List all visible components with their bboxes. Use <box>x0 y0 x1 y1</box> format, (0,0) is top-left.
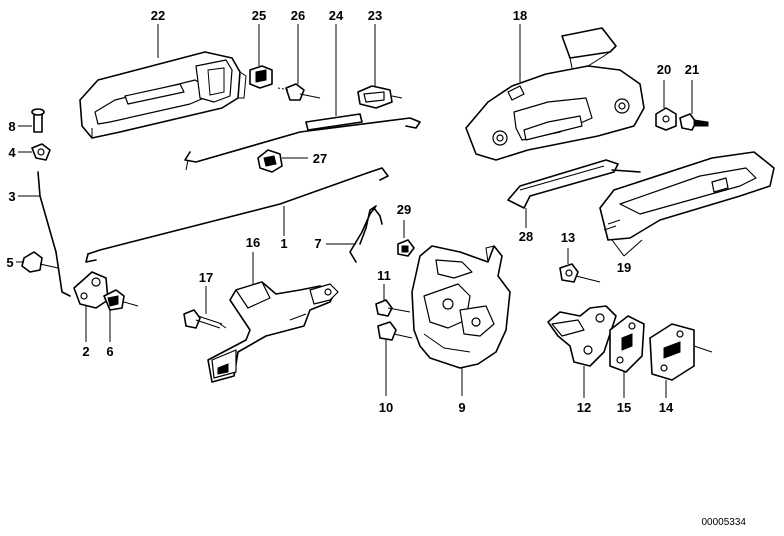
part-9-door-lock <box>411 245 511 369</box>
callout-11: 11 <box>377 268 391 283</box>
callout-27: 27 <box>313 151 327 166</box>
callout-8: 8 <box>8 119 15 134</box>
part-6-clip <box>103 289 139 311</box>
callout-20: 20 <box>657 62 671 77</box>
part-18-outer-door-handle <box>465 27 645 161</box>
callout-16: 16 <box>246 235 260 250</box>
callout-24: 24 <box>329 8 344 23</box>
callout-12: 12 <box>577 400 591 415</box>
callout-26: 26 <box>291 8 305 23</box>
part-2-lever <box>73 271 109 309</box>
callout-10: 10 <box>379 400 393 415</box>
callout-15: 15 <box>617 400 631 415</box>
part-24-rod-with-sleeve <box>184 113 421 171</box>
part-3-rod <box>37 171 71 297</box>
part-4-clip <box>31 143 51 161</box>
callout-22: 22 <box>151 8 165 23</box>
part-27-clip <box>257 149 283 173</box>
callout-9: 9 <box>458 400 465 415</box>
part-12-striker <box>547 305 617 367</box>
part-26-screw <box>277 83 321 101</box>
part-17-screw <box>183 309 227 329</box>
part-1-long-rod <box>85 167 389 263</box>
callout-5: 5 <box>6 255 13 270</box>
part-21-screw <box>679 113 709 131</box>
part-25-clip <box>249 65 273 89</box>
callout-1: 1 <box>280 236 287 251</box>
part-11-screw <box>375 299 411 317</box>
part-23-clip <box>357 85 403 109</box>
part-15-shim-plate <box>609 315 645 373</box>
callout-7: 7 <box>314 236 321 251</box>
part-10-screw <box>377 321 413 341</box>
part-20-nut <box>655 107 677 131</box>
callout-14: 14 <box>659 400 674 415</box>
part-13-screw <box>559 263 601 283</box>
callout-19: 19 <box>617 260 631 275</box>
callout-13: 13 <box>561 230 575 245</box>
document-number: 00005334 <box>702 517 747 528</box>
callout-25: 25 <box>252 8 266 23</box>
part-16-actuator <box>207 281 339 383</box>
part-19-handle-cover <box>599 151 775 241</box>
callout-17: 17 <box>199 270 213 285</box>
part-28-gasket <box>507 159 641 209</box>
part-14-backing-plate <box>649 323 713 381</box>
part-22-inner-door-handle <box>79 51 247 139</box>
part-5-bolt <box>21 251 59 273</box>
callout-2: 2 <box>82 344 89 359</box>
callout-21: 21 <box>685 62 699 77</box>
callout-29: 29 <box>397 202 411 217</box>
callout-23: 23 <box>368 8 382 23</box>
callout-6: 6 <box>106 344 113 359</box>
callout-18: 18 <box>513 8 527 23</box>
part-29-nut <box>397 239 415 257</box>
part-7-wire-spring <box>349 205 383 263</box>
part-8-pin <box>31 108 45 133</box>
callout-4: 4 <box>8 145 16 160</box>
callout-3: 3 <box>8 189 15 204</box>
callout-28: 28 <box>519 229 533 244</box>
